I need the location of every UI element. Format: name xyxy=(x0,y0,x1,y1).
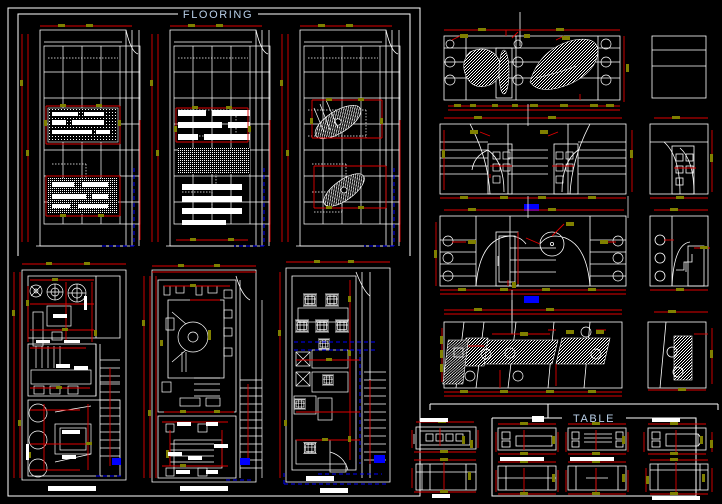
dining-chairs-plan-3 xyxy=(294,293,350,333)
furniture-plan-3 xyxy=(278,260,391,493)
elevation-row-1 xyxy=(443,12,707,111)
stair-symbols-plan-3 xyxy=(364,371,386,461)
flooring-hatch-area-1 xyxy=(47,107,119,214)
elevation-3-side xyxy=(649,215,709,287)
selection-block xyxy=(524,296,539,303)
elevation-1-side xyxy=(651,35,707,99)
table-title: TABLE xyxy=(573,413,615,425)
hidden-lines-plan-2 xyxy=(234,168,265,247)
plan-title-bar xyxy=(48,486,96,491)
plan-title-bar xyxy=(306,476,334,481)
shelf-squares-2 xyxy=(492,151,574,184)
plan-title-bar xyxy=(180,486,228,491)
elevation-row-3 xyxy=(434,208,710,303)
flooring-plan-1 xyxy=(20,24,141,247)
detail-title-bar xyxy=(500,457,544,461)
left-sheet-border xyxy=(7,7,421,497)
selection-block xyxy=(112,458,121,465)
detail-title-bar xyxy=(570,457,614,461)
table-detail-right xyxy=(643,418,713,500)
detail-title-bar xyxy=(432,494,450,498)
org-hatch-blobs-1 xyxy=(463,38,599,95)
selection-block xyxy=(240,458,250,465)
elevation-4-side xyxy=(647,321,707,389)
stair-symbols-plan-2 xyxy=(240,300,263,478)
hidden-lines-plan-3b xyxy=(283,341,388,485)
flooring-plan-2 xyxy=(150,24,271,247)
table-detail-left xyxy=(411,418,479,498)
fixture-circles-4 xyxy=(453,326,602,382)
construction-lines xyxy=(511,104,629,320)
selection-block xyxy=(524,204,539,211)
flooring-title: FLOORING xyxy=(183,9,253,21)
elevation-2-side xyxy=(649,123,709,195)
flooring-diagonal-motif-top xyxy=(313,99,362,139)
elevation-row-4 xyxy=(440,300,713,397)
hidden-lines-plan-1 xyxy=(102,168,135,247)
furniture-plan-1 xyxy=(12,262,127,491)
flooring-plan-3 xyxy=(280,24,401,247)
furniture-plan-2 xyxy=(142,264,263,491)
dimension-lines-furn-2 xyxy=(143,265,256,478)
sink-symbols-plan-1 xyxy=(29,283,87,303)
flooring-hatch-area-2 xyxy=(178,110,250,225)
plan-label-tags-1 xyxy=(26,296,88,460)
detail-title-bar xyxy=(652,418,680,422)
detail-title-bar xyxy=(420,418,448,422)
selection-block xyxy=(374,455,385,463)
plan-label-tags-2 xyxy=(168,422,228,474)
slant-hatch-panels-4 xyxy=(442,337,611,385)
hidden-lines-plan-3 xyxy=(364,168,395,247)
elevation-row-2 xyxy=(439,116,713,211)
detail-title-bar xyxy=(652,496,700,500)
counter-symbols-plan-1 xyxy=(30,305,92,395)
table-detail-center xyxy=(495,416,629,495)
dimension-lines-plan-2 xyxy=(151,25,271,242)
flooring-diagonal-motif-bottom xyxy=(323,173,365,207)
detail-marker xyxy=(532,416,544,422)
fixture-circles-1 xyxy=(444,38,612,86)
dimension-lines-furn-3 xyxy=(279,261,390,478)
dimension-lines-plan-1 xyxy=(21,25,141,242)
fixture-circles-3 xyxy=(442,235,624,282)
flooring-title-frame xyxy=(17,13,411,256)
plan-title-bar xyxy=(320,488,348,493)
dimension-lines-plan-3 xyxy=(281,25,401,242)
